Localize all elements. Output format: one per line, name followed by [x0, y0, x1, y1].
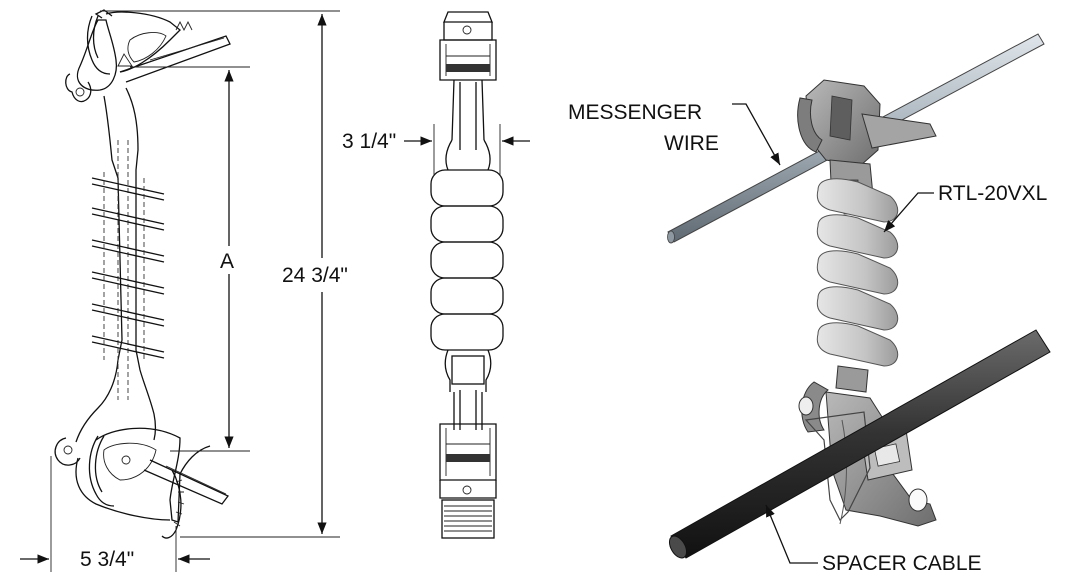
messenger-label-line1: MESSENGER: [568, 101, 702, 124]
top-clamp: [797, 79, 937, 167]
model-label: RTL-20VXL: [938, 182, 1047, 205]
overall-height-dimension: 24 3/4": [100, 10, 348, 538]
messenger-label-line2: WIRE: [664, 132, 719, 155]
span-label: A: [220, 250, 234, 273]
width-dimension: 5 3/4": [20, 456, 210, 572]
thickness-label: 3 1/4": [342, 130, 396, 153]
spacer-cable-callout: SPACER CABLE: [765, 504, 982, 575]
width-label: 5 3/4": [80, 548, 134, 571]
thickness-dimension: 3 1/4": [342, 124, 530, 176]
side-view: [54, 9, 231, 539]
front-view: [430, 11, 504, 539]
overall-height-label: 24 3/4": [282, 264, 348, 287]
isometric-view: [667, 33, 1051, 559]
messenger-wire-callout: MESSENGER WIRE: [568, 101, 781, 166]
insulator-body: [816, 159, 899, 393]
span-dimension: A: [130, 66, 250, 452]
model-callout: RTL-20VXL: [883, 182, 1047, 233]
spacer-label: SPACER CABLE: [822, 552, 982, 575]
spacer-cable: [668, 329, 1051, 559]
